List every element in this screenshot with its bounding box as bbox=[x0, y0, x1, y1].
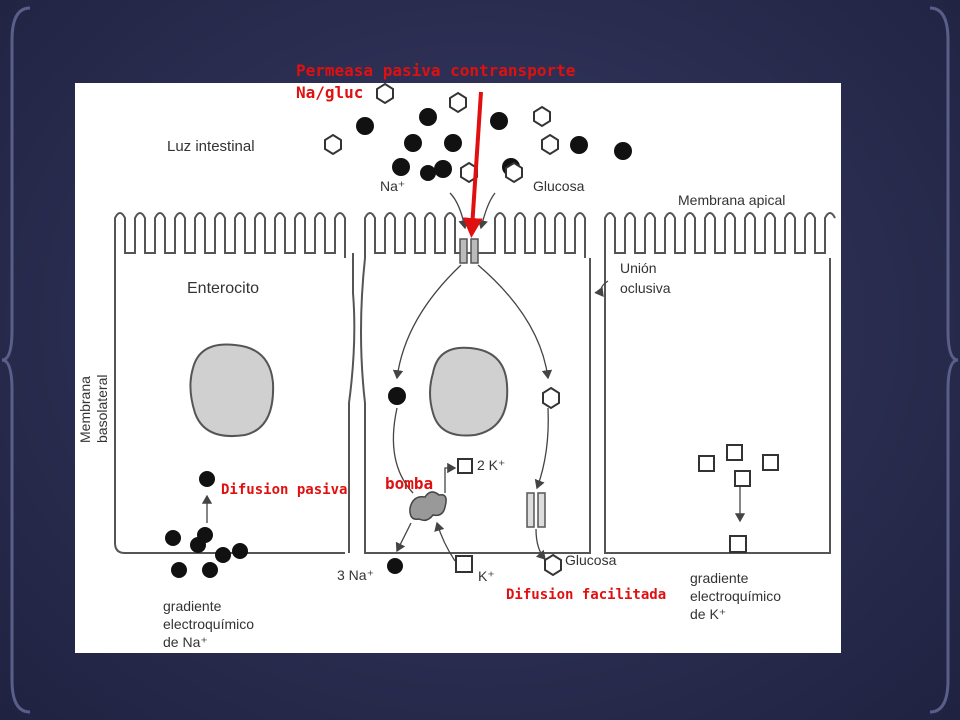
label-membrana-bas-line1: Membrana bbox=[77, 376, 93, 443]
glucose-internal-path bbox=[477, 264, 553, 380]
label-enterocito: Enterocito bbox=[187, 280, 259, 297]
na-ion bbox=[171, 562, 187, 578]
na-ion bbox=[190, 537, 206, 553]
label-grad-na-line1: gradiente bbox=[163, 598, 222, 614]
glut-right-half bbox=[537, 492, 546, 528]
na-ion bbox=[570, 136, 588, 154]
glucose-molecule bbox=[449, 91, 467, 114]
glucose-molecule bbox=[324, 133, 342, 156]
label-union-line1: Unión bbox=[620, 260, 657, 276]
k-ion bbox=[734, 470, 751, 487]
glucose-exported bbox=[544, 553, 562, 577]
annotation-permeasa-line2: Na/gluc bbox=[296, 83, 364, 102]
glucose-molecule bbox=[505, 161, 523, 184]
label-membrana-basolateral: Membrana basolateral bbox=[77, 372, 110, 443]
na-k-pump bbox=[409, 491, 447, 522]
glucose-molecule bbox=[541, 133, 559, 156]
na-ion-left-cell bbox=[199, 471, 215, 487]
diagram-svg: Luz intestinal Na⁺ Glucosa Membrana apic… bbox=[77, 82, 836, 650]
na-ion bbox=[434, 160, 452, 178]
annotation-difusion-facilitada: Difusion facilitada bbox=[506, 587, 667, 603]
glucose-intracellular bbox=[542, 386, 560, 410]
k-ion bbox=[726, 444, 743, 461]
k-uptake-arrow bbox=[444, 462, 457, 493]
label-grad-na-line2: electroquímico bbox=[163, 616, 254, 632]
k-ion bbox=[762, 454, 779, 471]
label-membrana-apical: Membrana apical bbox=[678, 192, 785, 208]
na-ion bbox=[202, 562, 218, 578]
cotransporter-right-half bbox=[470, 238, 479, 264]
label-glucosa-top: Glucosa bbox=[533, 178, 585, 194]
cell-middle-outline bbox=[360, 257, 591, 554]
na-ion bbox=[356, 117, 374, 135]
glucose-to-transporter-path bbox=[534, 407, 549, 490]
nucleus-middle bbox=[429, 346, 509, 437]
na-ion bbox=[444, 134, 462, 152]
label-two-k: 2 K⁺ bbox=[477, 457, 505, 473]
label-grad-k-line2: electroquímico bbox=[690, 588, 781, 604]
label-luz-intestinal: Luz intestinal bbox=[167, 138, 255, 155]
label-grad-na-line3: de Na⁺ bbox=[163, 634, 208, 650]
label-membrana-bas-line2: basolateral bbox=[94, 375, 110, 444]
permeasa-red-arrow bbox=[462, 91, 483, 238]
label-three-na: 3 Na⁺ bbox=[337, 567, 374, 583]
annotation-bomba: bomba bbox=[385, 474, 434, 493]
cell-left-outline bbox=[114, 253, 356, 554]
na-ion-intracellular bbox=[388, 387, 406, 405]
label-na-plus-top: Na⁺ bbox=[380, 178, 405, 194]
microvilli-left bbox=[114, 212, 346, 258]
annotation-permeasa: Permeasa pasiva contransporte Na/gluc bbox=[296, 60, 575, 104]
label-grad-k-line1: gradiente bbox=[690, 570, 749, 586]
na-ion bbox=[232, 543, 248, 559]
glucose-molecule bbox=[376, 82, 394, 105]
luminal-sodium-ions bbox=[356, 108, 632, 181]
label-glucosa-bottom: Glucosa bbox=[565, 552, 617, 568]
internal-pathways bbox=[392, 264, 553, 494]
k-ion bbox=[729, 535, 747, 553]
na-ion bbox=[392, 158, 410, 176]
na-ion bbox=[420, 165, 436, 181]
na-ion bbox=[165, 530, 181, 546]
k-ion-2k bbox=[457, 458, 473, 474]
luminal-glucose bbox=[324, 82, 559, 184]
na-ion bbox=[215, 547, 231, 563]
label-union-line2: oclusiva bbox=[620, 280, 671, 296]
glucose-molecule bbox=[533, 105, 551, 128]
nucleus-left bbox=[189, 343, 275, 437]
label-k-plus: K⁺ bbox=[478, 568, 495, 584]
na-ion bbox=[419, 108, 437, 126]
na-ion bbox=[490, 112, 508, 130]
tight-junction-pointer bbox=[594, 280, 609, 298]
basolateral-na-gradient bbox=[165, 527, 248, 578]
k-ion bbox=[698, 455, 715, 472]
na-ion bbox=[614, 142, 632, 160]
enterocyte-transport-diagram: Luz intestinal Na⁺ Glucosa Membrana apic… bbox=[75, 82, 841, 653]
cell-right-outline bbox=[604, 258, 831, 554]
na-ion bbox=[404, 134, 422, 152]
cell-membranes bbox=[114, 253, 831, 554]
glucose-exit-arrow bbox=[535, 528, 546, 560]
na-ion-exported bbox=[387, 558, 403, 574]
na-internal-path bbox=[392, 264, 462, 380]
microvilli-right bbox=[604, 212, 836, 258]
glut-left-half bbox=[526, 492, 535, 528]
right-cell-k-ions bbox=[698, 444, 779, 553]
right-bracket-decoration bbox=[929, 6, 959, 714]
label-grad-k-line3: de K⁺ bbox=[690, 606, 726, 622]
annotation-difusion-pasiva: Difusion pasiva bbox=[221, 482, 348, 498]
annotation-permeasa-line1: Permeasa pasiva contransporte bbox=[296, 61, 576, 80]
cotransporter-left-half bbox=[459, 238, 468, 264]
k-entry-arrow bbox=[434, 521, 456, 562]
na-to-pump-path bbox=[392, 407, 414, 494]
na-exit-arrow bbox=[395, 522, 412, 553]
left-bracket-decoration bbox=[1, 6, 31, 714]
k-ion-external bbox=[455, 555, 473, 573]
